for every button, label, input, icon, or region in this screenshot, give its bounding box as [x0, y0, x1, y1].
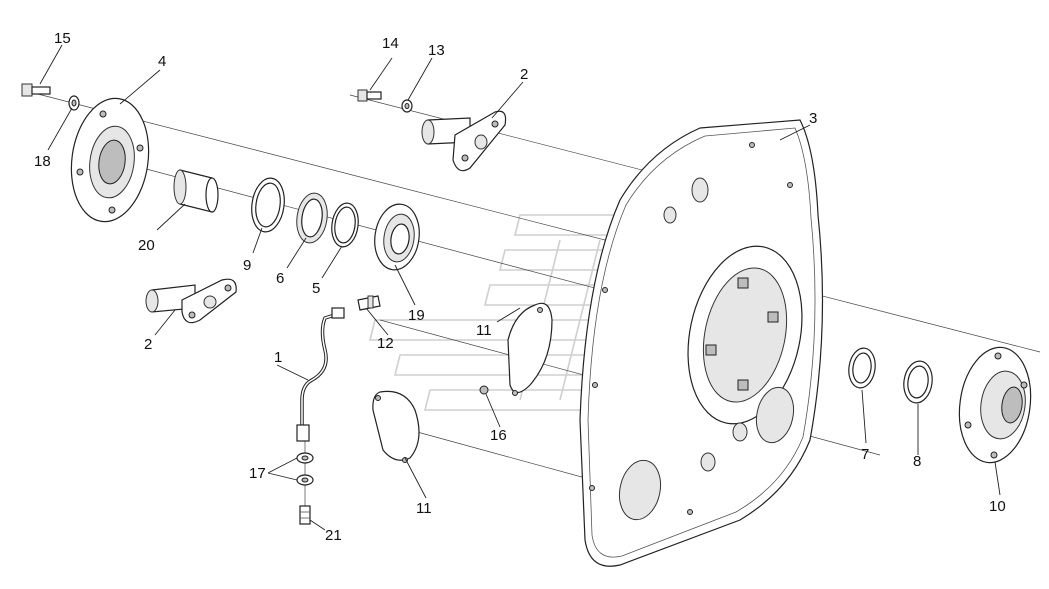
label-4: 4 — [158, 53, 166, 70]
ring-part-9 — [251, 177, 285, 233]
washer-part-18 — [68, 95, 80, 111]
label-11-lower: 11 — [416, 500, 432, 517]
label-20: 20 — [138, 237, 155, 254]
label-7: 7 — [861, 446, 869, 463]
main-plate-part-3 — [579, 119, 824, 567]
label-13: 13 — [428, 42, 445, 59]
label-12: 12 — [377, 335, 394, 352]
label-10: 10 — [989, 498, 1006, 515]
cover-part-11-lower — [372, 390, 420, 463]
bolt-part-15 — [21, 83, 51, 97]
flange-part-4 — [70, 97, 150, 223]
label-14: 14 — [382, 35, 399, 52]
leader-lines — [39, 44, 1001, 531]
label-17: 17 — [249, 465, 266, 482]
label-8: 8 — [913, 453, 921, 470]
part-number-labels: 15 4 18 20 9 6 5 19 12 1 2 14 13 2 3 11 … — [34, 30, 1006, 544]
label-2-upper: 2 — [520, 66, 528, 83]
label-2-lower: 2 — [144, 336, 152, 353]
label-1: 1 — [274, 349, 282, 366]
washers-part-17 — [296, 452, 314, 486]
label-9: 9 — [243, 257, 251, 274]
ring-part-7 — [848, 347, 876, 389]
fitting-part-12 — [357, 295, 381, 311]
flange-part-10 — [958, 346, 1032, 464]
label-19: 19 — [408, 307, 425, 324]
bolt-part-14 — [357, 89, 382, 102]
pin-plate-part-2-upper — [421, 110, 507, 172]
pipe-part-1 — [296, 307, 345, 442]
bearing-part-19 — [374, 203, 420, 271]
label-15: 15 — [54, 30, 71, 47]
plug-part-16 — [479, 385, 489, 395]
cover-part-11-upper — [507, 302, 553, 396]
ring-part-6 — [296, 192, 328, 244]
label-3: 3 — [809, 110, 817, 127]
label-5: 5 — [312, 280, 320, 297]
label-6: 6 — [276, 270, 284, 287]
washer-part-13 — [401, 99, 413, 113]
ring-part-8 — [903, 360, 933, 404]
pin-plate-part-2-lower — [145, 278, 237, 324]
label-16: 16 — [490, 427, 507, 444]
label-21: 21 — [325, 527, 342, 544]
circlip-part-5 — [331, 202, 359, 248]
sleeve-part-20 — [173, 169, 219, 213]
label-18: 18 — [34, 153, 51, 170]
label-11-upper: 11 — [476, 322, 492, 339]
fitting-part-21 — [299, 505, 311, 525]
